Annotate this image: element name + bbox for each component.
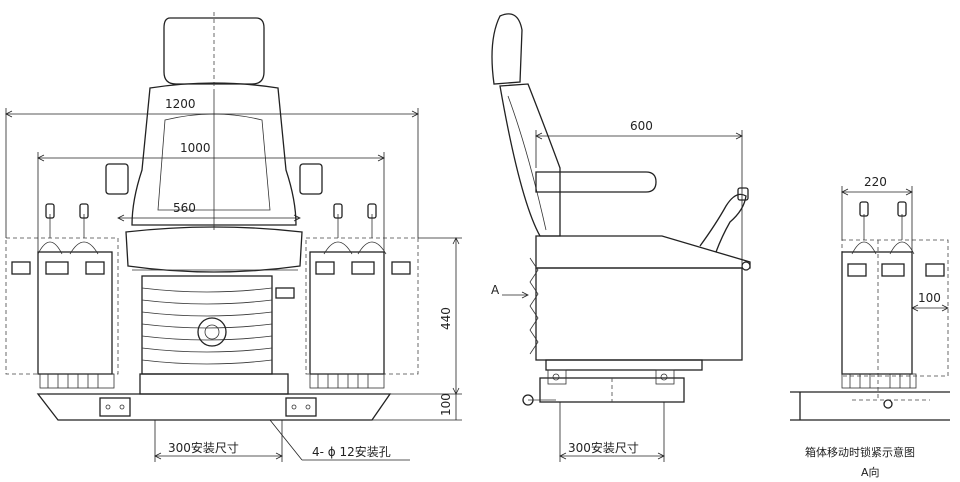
left-control-box — [5, 203, 119, 389]
mount-bracket-left — [99, 397, 131, 417]
side-view: 600 A 300安装尺寸 — [491, 13, 751, 462]
headrest — [163, 17, 265, 85]
side-joystick — [699, 193, 747, 253]
detail-view-a: 220 100 箱体移动时锁紧示意图 A向 — [790, 175, 950, 479]
front-mount-spacing: 300安装尺寸 — [168, 440, 239, 455]
mount-holes-label: 4- ϕ 12安装孔 — [312, 444, 391, 459]
dim-100-base: 100 — [439, 393, 453, 416]
detail-floor-rail — [790, 391, 950, 421]
dim-1000: 1000 — [180, 141, 211, 155]
seat-base — [139, 373, 289, 395]
side-console — [535, 235, 751, 269]
seat-cushion — [125, 226, 303, 273]
backrest — [131, 82, 297, 226]
dim-220: 220 — [864, 175, 887, 189]
mount-bracket-right — [285, 397, 317, 417]
left-armrest — [105, 163, 129, 195]
adjust-knob — [197, 317, 227, 347]
side-headrest — [491, 13, 523, 85]
dim-100-offset: 100 — [918, 291, 941, 305]
side-mount-spacing: 300安装尺寸 — [568, 440, 639, 455]
detail-box — [841, 251, 913, 375]
detail-caption-sub: A向 — [861, 465, 880, 479]
dim-440: 440 — [439, 307, 453, 330]
base-plate — [36, 393, 392, 421]
right-control-box — [305, 203, 419, 389]
dim-560: 560 — [173, 201, 196, 215]
side-armrest — [535, 171, 657, 193]
dim-1200: 1200 — [165, 97, 196, 111]
view-arrow-a: A — [491, 283, 500, 297]
suspension-bellows — [141, 275, 295, 375]
dim-600: 600 — [630, 119, 653, 133]
front-view: 1200 1000 560 440 100 300安装尺寸 4- ϕ 12安装孔 — [5, 12, 462, 462]
right-armrest — [299, 163, 323, 195]
side-box — [535, 267, 743, 361]
side-backrest — [499, 83, 561, 237]
detail-caption: 箱体移动时锁紧示意图 — [805, 445, 915, 459]
